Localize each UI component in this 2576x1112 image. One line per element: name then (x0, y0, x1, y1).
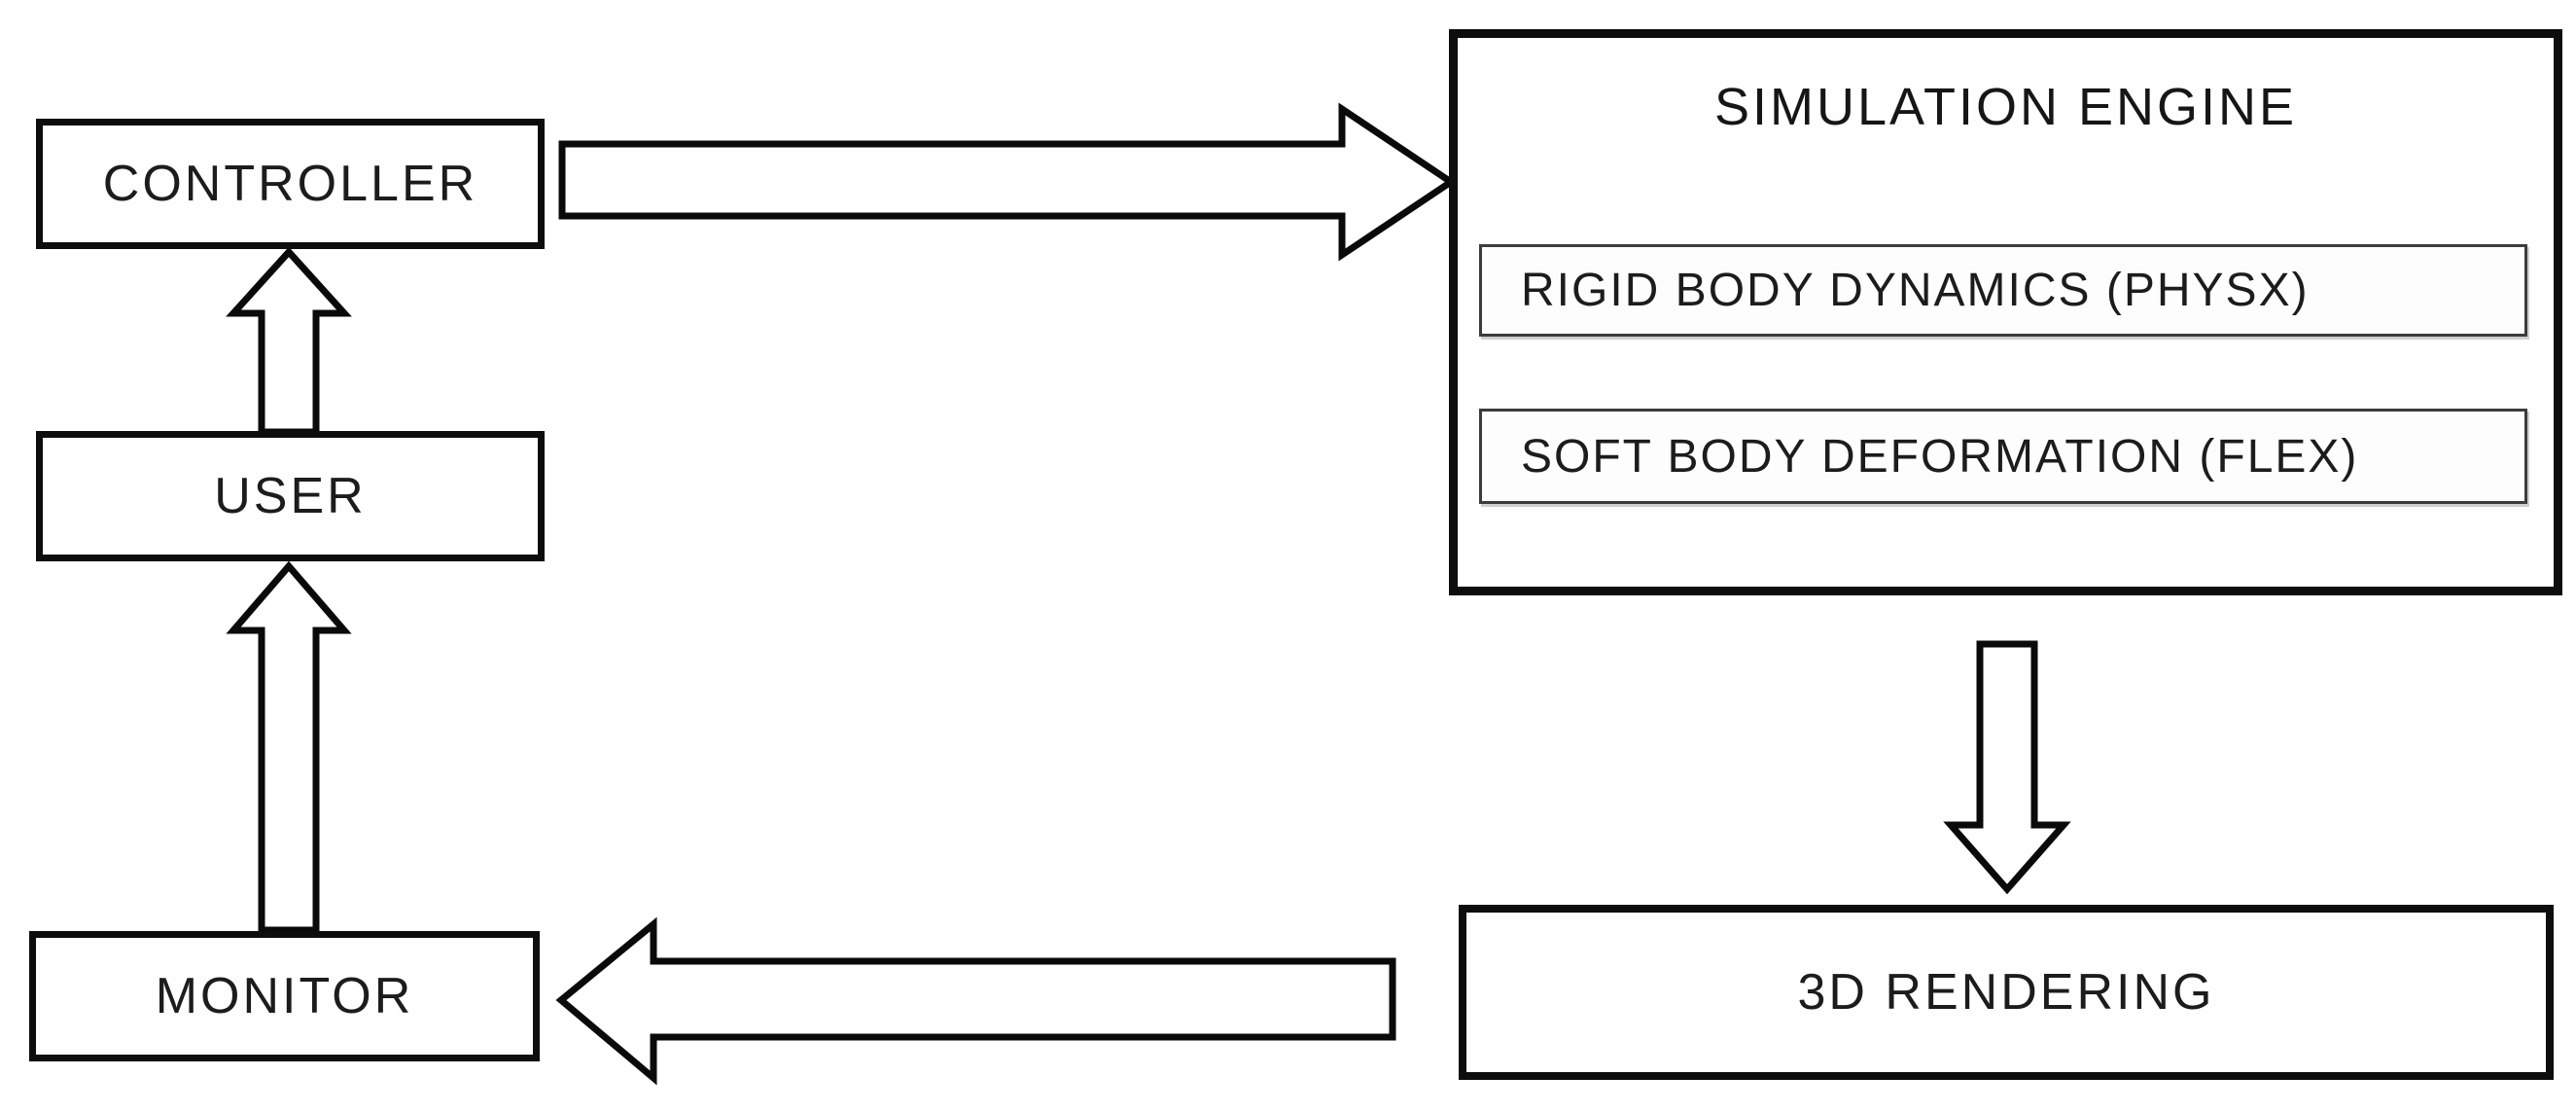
controller-label: CONTROLLER (102, 156, 478, 212)
arrow-controller-to-simulation-engine (558, 102, 1458, 262)
arrow-user-to-controller (226, 246, 352, 436)
monitor-box: MONITOR (29, 931, 540, 1061)
controller-box: CONTROLLER (36, 119, 545, 249)
arrow-simulation-engine-to-rendering (1943, 640, 2071, 895)
rendering-label: 3D RENDERING (1797, 964, 2215, 1021)
simulation-engine-title: SIMULATION ENGINE (1713, 78, 2298, 136)
soft-body-deformation-label: SOFT BODY DEFORMATION (FLEX) (1521, 430, 2359, 483)
rigid-body-dynamics-box: RIGID BODY DYNAMICS (PHYSX) (1479, 244, 2527, 337)
user-label: USER (214, 468, 367, 524)
arrow-rendering-to-monitor (555, 916, 1396, 1086)
monitor-label: MONITOR (155, 968, 414, 1024)
rendering-box: 3D RENDERING (1459, 905, 2554, 1080)
user-box: USER (36, 431, 545, 561)
simulation-engine-box: SIMULATION ENGINE RIGID BODY DYNAMICS (P… (1449, 29, 2562, 595)
arrow-monitor-to-user (226, 560, 352, 934)
soft-body-deformation-box: SOFT BODY DEFORMATION (FLEX) (1479, 409, 2527, 504)
rigid-body-dynamics-label: RIGID BODY DYNAMICS (PHYSX) (1521, 265, 2310, 316)
